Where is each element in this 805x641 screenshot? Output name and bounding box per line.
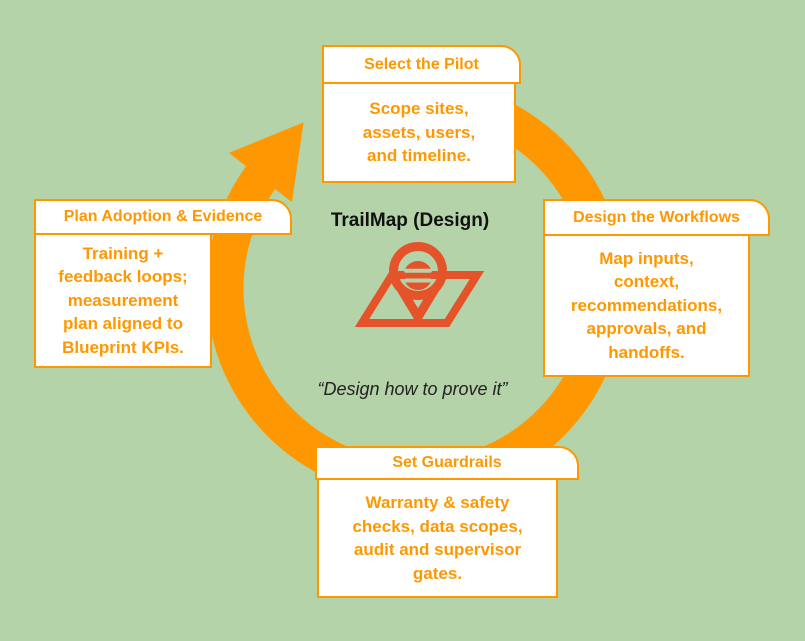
cycle-arrowhead-icon [228, 122, 304, 203]
stage-title: Plan Adoption & Evidence [34, 199, 292, 235]
stage-body: Warranty & safety checks, data scopes, a… [317, 478, 558, 598]
stage-title: Set Guardrails [315, 446, 579, 480]
stage-set-guardrails: Set Guardrails Warranty & safety checks,… [315, 446, 579, 598]
trailmap-logo-icon [354, 242, 485, 327]
diagram-quote: “Design how to prove it” [317, 379, 508, 399]
stage-select-the-pilot: Select the Pilot Scope sites, assets, us… [322, 45, 521, 183]
stage-body: Map inputs, context, recommendations, ap… [543, 234, 750, 377]
stage-body: Scope sites, assets, users, and timeline… [322, 82, 516, 183]
stage-plan-adoption-evidence: Plan Adoption & Evidence Training + feed… [34, 199, 292, 368]
stage-title: Select the Pilot [322, 45, 521, 84]
diagram-title: TrailMap (Design) [330, 210, 490, 231]
stage-design-the-workflows: Design the Workflows Map inputs, context… [543, 199, 770, 378]
stage-title: Design the Workflows [543, 199, 770, 236]
stage-body: Training + feedback loops; measurement p… [34, 233, 212, 368]
